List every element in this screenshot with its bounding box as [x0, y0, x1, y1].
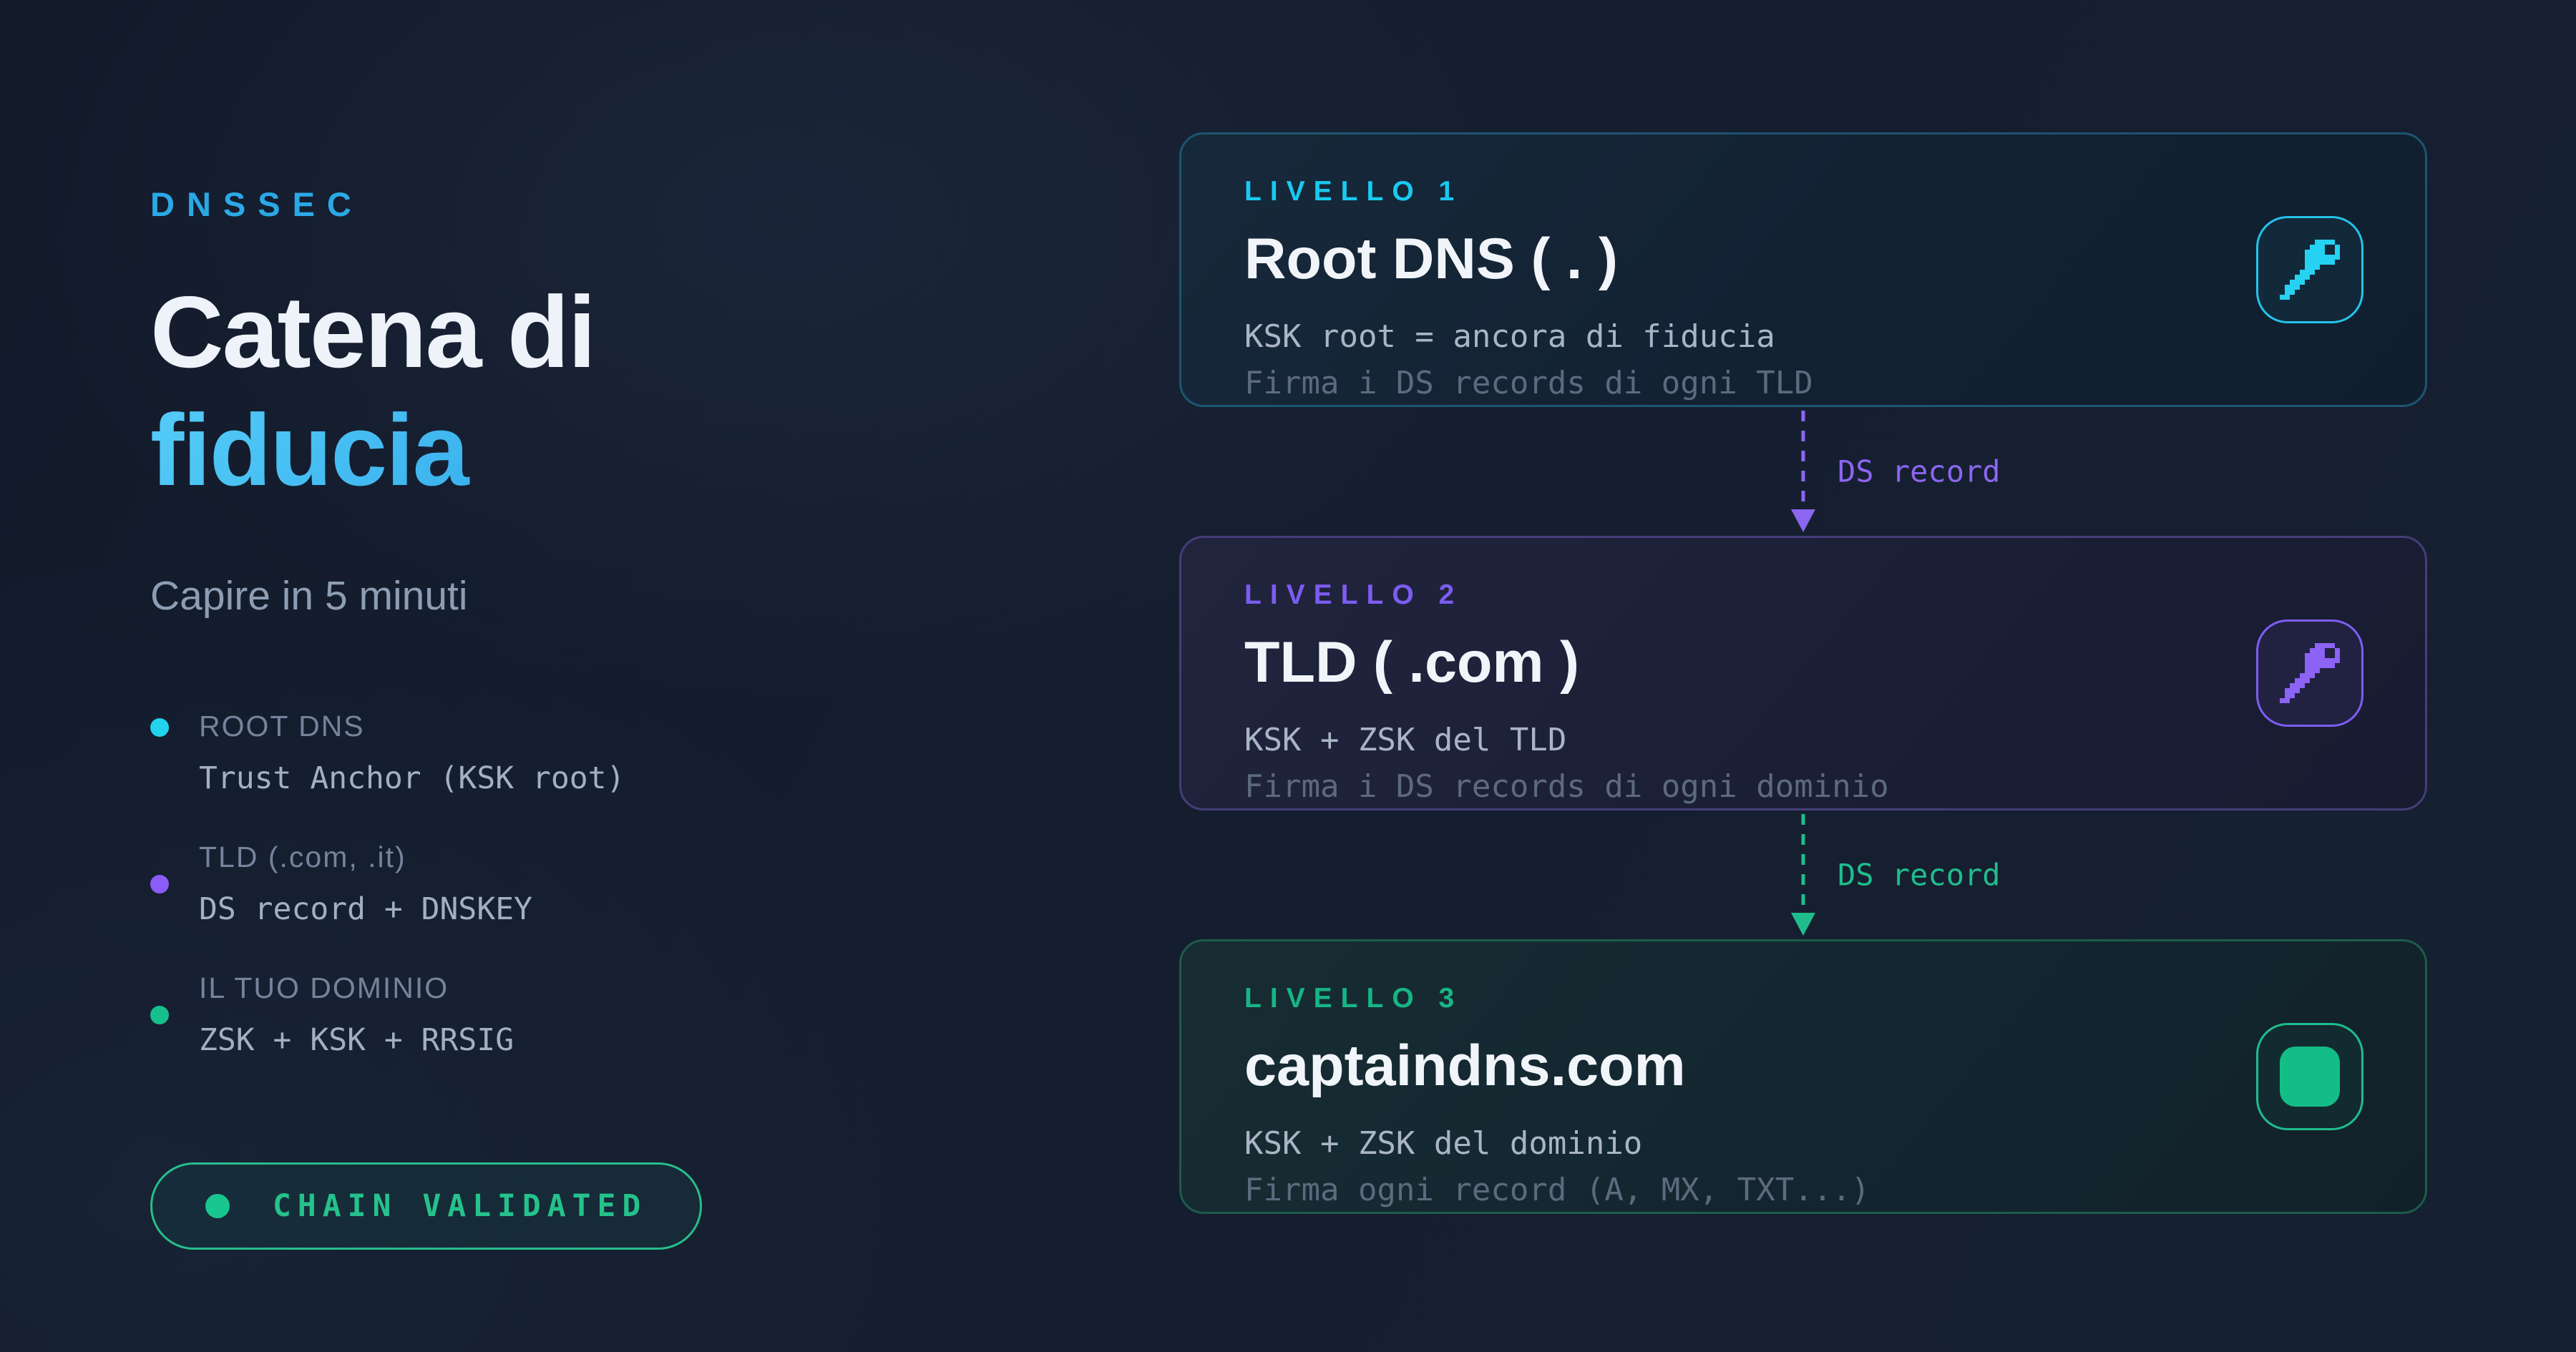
legend-detail: Trust Anchor (KSK root): [199, 760, 625, 797]
connector-label: DS record: [1838, 857, 2001, 893]
bullet-dot-icon: [150, 1005, 169, 1024]
level-title: TLD ( .com ): [1244, 630, 1579, 695]
key-icon: [2256, 216, 2363, 323]
chain-diagram: LIVELLO 1 Root DNS ( . ) KSK root = anco…: [1179, 132, 2427, 1214]
page-title: Catena di fiducia: [150, 274, 1102, 509]
legend-list: ROOT DNS Trust Anchor (KSK root) TLD (.c…: [150, 710, 1102, 1058]
legend-text: IL TUO DOMINIO ZSK + KSK + RRSIG: [199, 971, 514, 1058]
level-2-card: LIVELLO 2 TLD ( .com ) KSK + ZSK del TLD…: [1179, 536, 2427, 810]
subtitle: Capire in 5 minuti: [150, 573, 468, 619]
seal-icon: [2256, 1023, 2363, 1130]
legend-label: ROOT DNS: [199, 710, 365, 743]
legend-detail: ZSK + KSK + RRSIG: [199, 1022, 514, 1059]
legend-label: IL TUO DOMINIO: [199, 971, 449, 1005]
ds-record-connector-1: DS record: [1179, 407, 2427, 536]
page-title-line1: Catena di: [150, 275, 596, 389]
bullet-dot-icon: [150, 874, 169, 893]
legend-item-tld: TLD (.com, .it) DS record + DNSKEY: [150, 841, 1102, 927]
legend-text: ROOT DNS Trust Anchor (KSK root): [199, 710, 625, 796]
level-title: Root DNS ( . ): [1244, 227, 1618, 291]
legend-item-your-domain: IL TUO DOMINIO ZSK + KSK + RRSIG: [150, 971, 1102, 1058]
legend-detail: DS record + DNSKEY: [199, 891, 532, 928]
level-line2: Firma i DS records di ogni dominio: [1244, 768, 1889, 805]
legend-text: TLD (.com, .it) DS record + DNSKEY: [199, 841, 532, 927]
arrow-down-icon: [1791, 411, 1815, 532]
connector-label: DS record: [1838, 454, 2001, 489]
key-icon: [2256, 619, 2363, 727]
seal-square: [2280, 1047, 2340, 1107]
legend-item-root-dns: ROOT DNS Trust Anchor (KSK root): [150, 710, 1102, 796]
level-line1: KSK root = ancora di fiducia: [1244, 318, 1775, 355]
arrow-down-icon: [1791, 814, 1815, 936]
level-1-card: LIVELLO 1 Root DNS ( . ) KSK root = anco…: [1179, 132, 2427, 407]
eyebrow-label: DNSSEC: [150, 185, 364, 223]
status-badge-label: CHAIN VALIDATED: [273, 1188, 648, 1225]
status-dot-icon: [205, 1194, 230, 1219]
level-eyebrow: LIVELLO 2: [1244, 579, 1463, 610]
level-line2: Firma i DS records di ogni TLD: [1244, 365, 1813, 401]
level-title: captaindns.com: [1244, 1034, 1686, 1098]
level-eyebrow: LIVELLO 3: [1244, 983, 1463, 1014]
intro-panel: DNSSEC Catena di fiducia Capire in 5 min…: [150, 185, 1102, 1250]
page-title-line2: fiducia: [150, 392, 1102, 510]
chain-validated-badge: CHAIN VALIDATED: [150, 1162, 703, 1250]
bullet-dot-icon: [150, 718, 169, 738]
level-line1: KSK + ZSK del TLD: [1244, 722, 1567, 758]
level-line2: Firma ogni record (A, MX, TXT...): [1244, 1172, 1870, 1208]
level-3-card: LIVELLO 3 captaindns.com KSK + ZSK del d…: [1179, 939, 2427, 1214]
ds-record-connector-2: DS record: [1179, 810, 2427, 939]
level-line1: KSK + ZSK del dominio: [1244, 1125, 1643, 1162]
legend-label: TLD (.com, .it): [199, 841, 406, 874]
level-eyebrow: LIVELLO 1: [1244, 176, 1463, 207]
